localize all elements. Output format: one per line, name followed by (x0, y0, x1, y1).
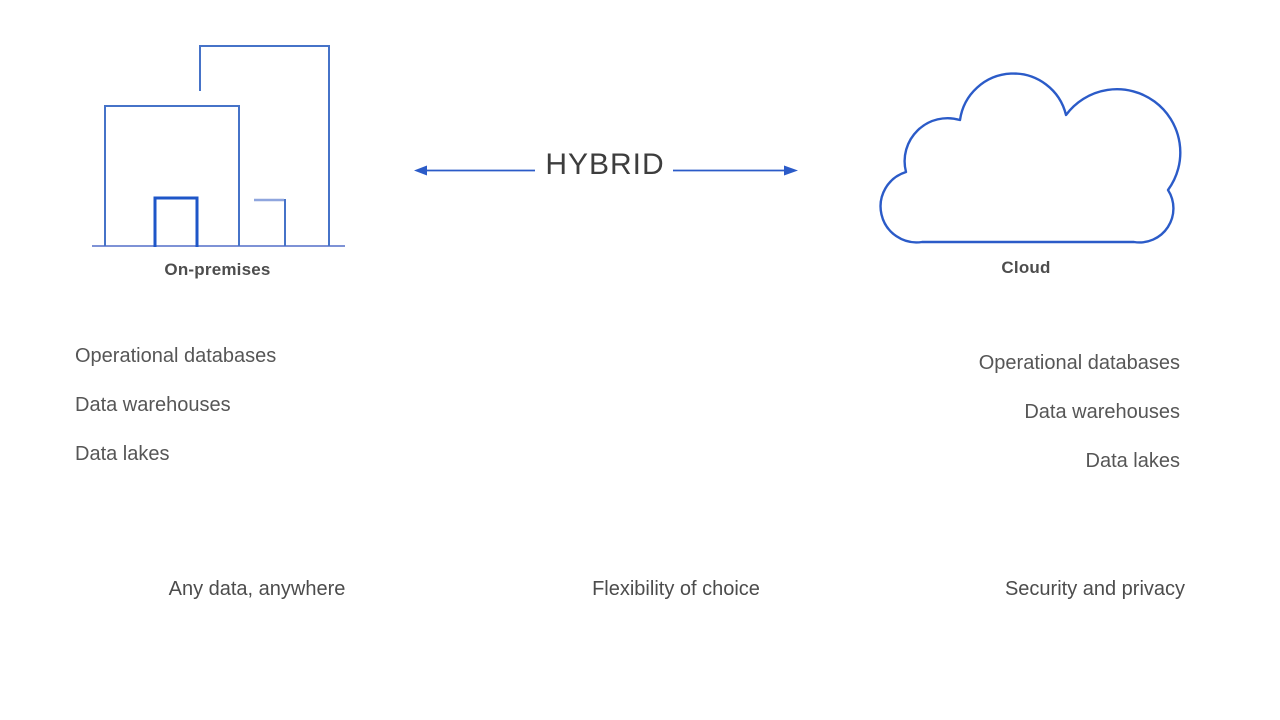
on-premises-building-icon (85, 40, 350, 252)
cloud-icon (858, 60, 1192, 254)
on-premises-data-list: Operational databases Data warehouses Da… (75, 345, 395, 475)
list-item-data-lakes: Data lakes (75, 443, 170, 465)
list-item-operational-databases: Operational databases (75, 345, 277, 367)
list-item-data-lakes: Data lakes (1085, 450, 1181, 472)
hybrid-right-arrow-icon (672, 163, 798, 178)
hybrid-left-arrow-icon (414, 163, 536, 178)
hybrid-label: HYBRID (545, 148, 665, 181)
list-item-data-warehouses: Data warehouses (75, 394, 231, 416)
cloud-label: Cloud (1001, 258, 1051, 277)
benefit-flexibility: Flexibility of choice (592, 578, 760, 600)
list-item-operational-databases: Operational databases (978, 352, 1180, 374)
benefit-security: Security and privacy (1004, 578, 1186, 600)
on-premises-label: On-premises (164, 260, 271, 279)
benefit-any-data: Any data, anywhere (168, 578, 346, 600)
cloud-data-list: Operational databases Data warehouses Da… (880, 352, 1180, 482)
list-item-data-warehouses: Data warehouses (1024, 401, 1180, 423)
